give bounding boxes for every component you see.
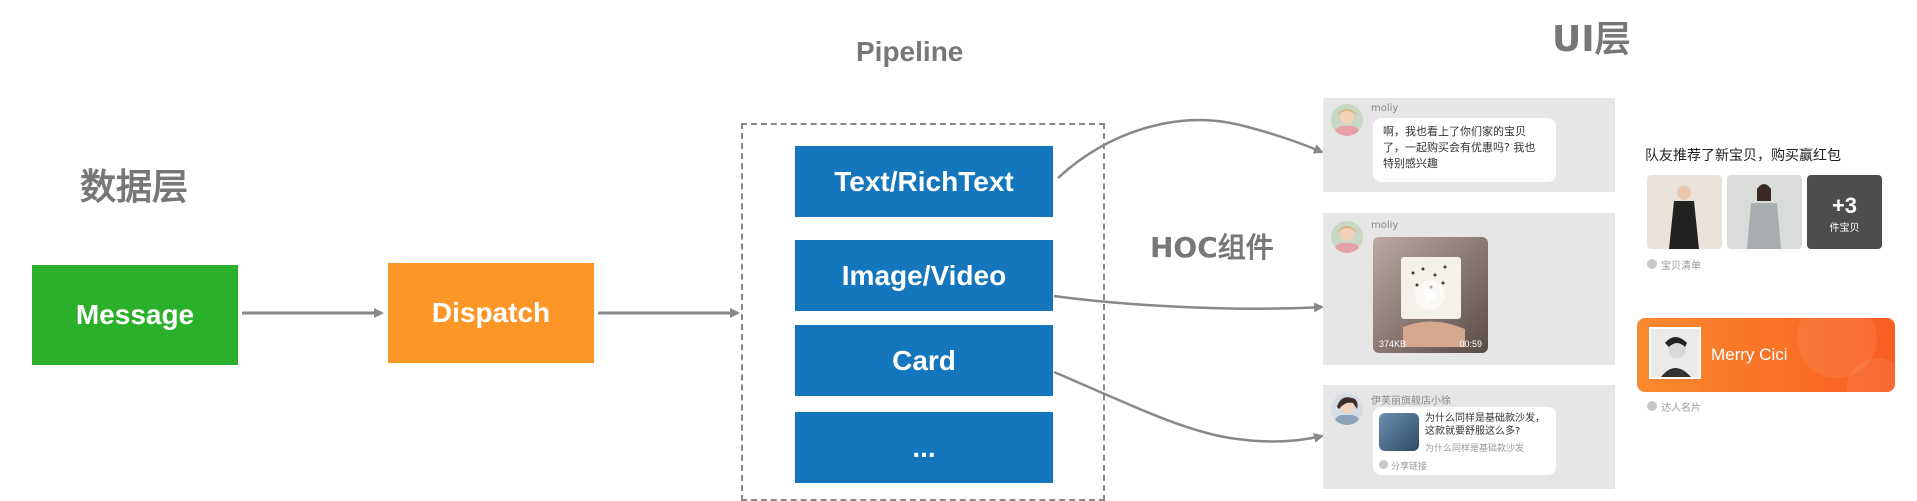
product-image[interactable] <box>1727 175 1802 249</box>
list-icon <box>1647 259 1657 269</box>
avatar <box>1331 221 1363 253</box>
talent-avatar <box>1649 327 1701 379</box>
person-icon <box>1647 401 1657 411</box>
text-richtext-box: Text/RichText <box>795 146 1053 217</box>
ui-layer-title: UI层 <box>1552 19 1631 60</box>
talent-name: Merry Cici <box>1711 345 1788 364</box>
dispatch-box: Dispatch <box>388 263 594 363</box>
arrow-text-to-chat <box>1057 118 1324 179</box>
pipeline-title: Pipeline <box>856 36 964 67</box>
recommend-footer: 宝贝清单 <box>1661 261 1701 272</box>
arrow-image-to-chat <box>1053 294 1324 313</box>
talent-footer: 达人名片 <box>1661 403 1701 414</box>
card-title: 为什么同样是基础款沙发，这款就要舒服这么多? <box>1425 413 1545 437</box>
avatar <box>1331 104 1363 136</box>
more-products-tile[interactable]: +3 件宝贝 <box>1807 175 1882 249</box>
chat-panel-text: moliy 啊，我也看上了你们家的宝贝了，一起购买会有优惠吗? 我也特别感兴趣 <box>1323 98 1615 192</box>
recommend-title: 队友推荐了新宝贝，购买赢红包 <box>1645 148 1841 164</box>
link-icon <box>1379 460 1388 469</box>
message-box: Message <box>32 265 238 365</box>
share-link-label: 分享链接 <box>1391 462 1428 472</box>
more-products-count: +3 <box>1831 193 1858 218</box>
sender-name: 伊芙丽旗舰店小徐 <box>1371 396 1451 407</box>
more-products-label: 件宝贝 <box>1829 223 1860 234</box>
more-box: ... <box>795 412 1053 483</box>
card-box: Card <box>795 325 1053 396</box>
share-card[interactable]: 为什么同样是基础款沙发，这款就要舒服这么多? 为什么同样是基础款沙发 分享链接 <box>1373 407 1556 475</box>
image-video-box: Image/Video <box>795 240 1053 311</box>
video-size: 374KB <box>1379 339 1407 349</box>
card-subtitle: 为什么同样是基础款沙发 <box>1425 444 1525 454</box>
hoc-title: HOC组件 <box>1150 231 1274 264</box>
text-message-bubble: 啊，我也看上了你们家的宝贝了，一起购买会有优惠吗? 我也特别感兴趣 <box>1373 118 1556 182</box>
chat-panel-video: moliy 374KB 00:59 <box>1323 213 1615 365</box>
arrow-card-to-chat <box>1053 370 1324 443</box>
data-layer-title: 数据层 <box>80 167 189 208</box>
avatar <box>1331 393 1363 425</box>
video-thumbnail[interactable]: 374KB 00:59 <box>1373 237 1488 353</box>
product-image[interactable] <box>1647 175 1722 249</box>
video-duration: 00:59 <box>1459 339 1482 349</box>
card-image <box>1379 413 1419 451</box>
sender-name: moliy <box>1371 103 1399 114</box>
chat-panel-card: 伊芙丽旗舰店小徐 为什么同样是基础款沙发，这款就要舒服这么多? 为什么同样是基础… <box>1323 385 1615 489</box>
talent-card[interactable]: Merry Cici <box>1637 318 1895 392</box>
sender-name: moliy <box>1371 220 1399 231</box>
